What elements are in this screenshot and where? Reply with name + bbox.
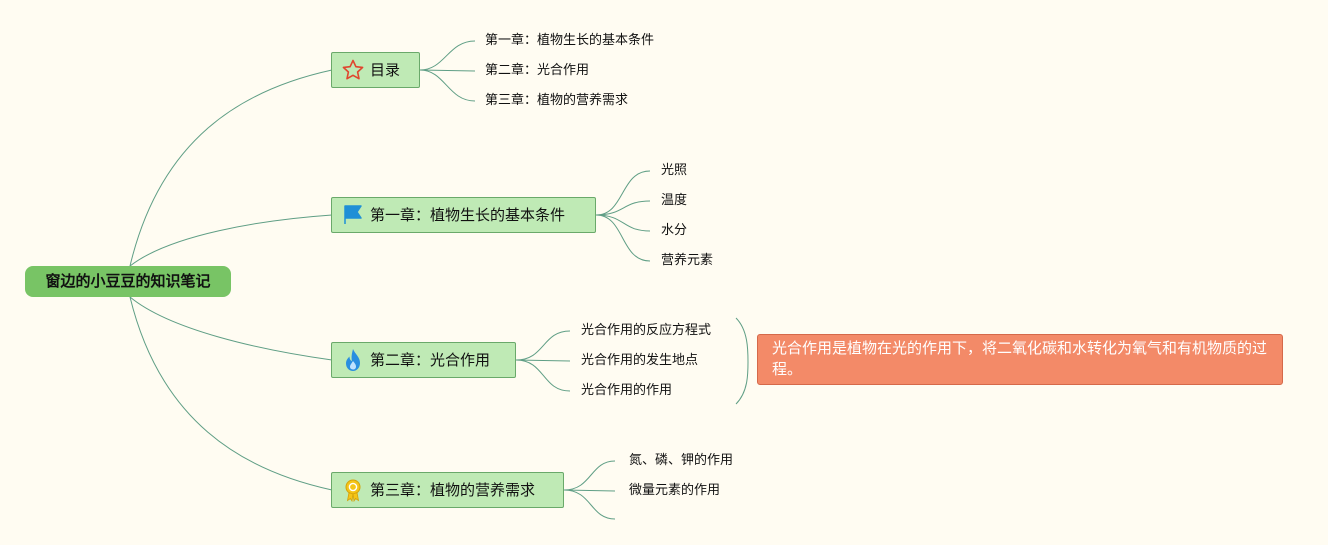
branch-chapter-3[interactable]: 第三章：植物的营养需求 [331,472,564,508]
connector-ch2-3 [515,359,571,392]
leaf-ch3-1[interactable]: 氮、磷、钾的作用 [629,453,734,468]
branch-label: 第一章：植物生长的基本条件 [370,206,566,224]
star-icon [340,57,366,83]
leaf-ch2-2[interactable]: 光合作用的发生地点 [581,353,699,368]
award-ribbon-icon [340,477,366,503]
leaf-ch1-2[interactable]: 温度 [661,193,688,208]
connector-toc-1 [419,40,476,71]
leaf-ch1-3[interactable]: 水分 [661,223,688,238]
leaf-ch3-3[interactable] [629,512,689,530]
connector-ch3-3 [563,489,616,520]
leaf-toc-2[interactable]: 第二章：光合作用 [485,63,590,78]
leaf-toc-3[interactable]: 第三章：植物的营养需求 [485,93,629,108]
connector-ch3-2 [563,489,616,492]
connector-root-ch3 [129,296,333,491]
connector-ch1-2 [595,200,651,216]
connector-toc-2 [419,69,476,72]
leaf-toc-1[interactable]: 第一章：植物生长的基本条件 [485,33,655,48]
summary-bracket [735,317,749,405]
connector-toc-3 [419,69,476,102]
summary-note[interactable]: 光合作用是植物在光的作用下，将二氧化碳和水转化为氧气和有机物质的过程。 [757,334,1283,385]
branch-chapter-2[interactable]: 第二章：光合作用 [331,342,516,378]
branch-toc[interactable]: 目录 [331,52,420,88]
connector-ch3-1 [563,460,616,491]
connector-root-toc [129,69,333,267]
branch-label: 目录 [370,61,401,79]
connector-root-ch1 [129,214,333,267]
leaf-ch2-3[interactable]: 光合作用的作用 [581,383,673,398]
connector-ch1-1 [595,170,651,216]
branch-label: 第三章：植物的营养需求 [370,481,536,499]
connector-ch1-3 [595,214,651,232]
branch-chapter-1[interactable]: 第一章：植物生长的基本条件 [331,197,596,233]
leaf-ch1-1[interactable]: 光照 [661,163,688,178]
connector-ch1-4 [595,214,651,262]
connector-ch2-1 [515,330,571,361]
flag-icon [340,202,366,228]
connector-root-ch2 [129,296,333,361]
connector-ch2-2 [515,359,571,362]
leaf-ch2-1[interactable]: 光合作用的反应方程式 [581,323,712,338]
branch-label: 第二章：光合作用 [370,351,491,369]
leaf-ch3-2[interactable]: 微量元素的作用 [629,483,721,498]
root-topic[interactable]: 窗边的小豆豆的知识笔记 [25,266,231,297]
flame-icon [340,347,366,373]
leaf-ch1-4[interactable]: 营养元素 [661,253,714,268]
